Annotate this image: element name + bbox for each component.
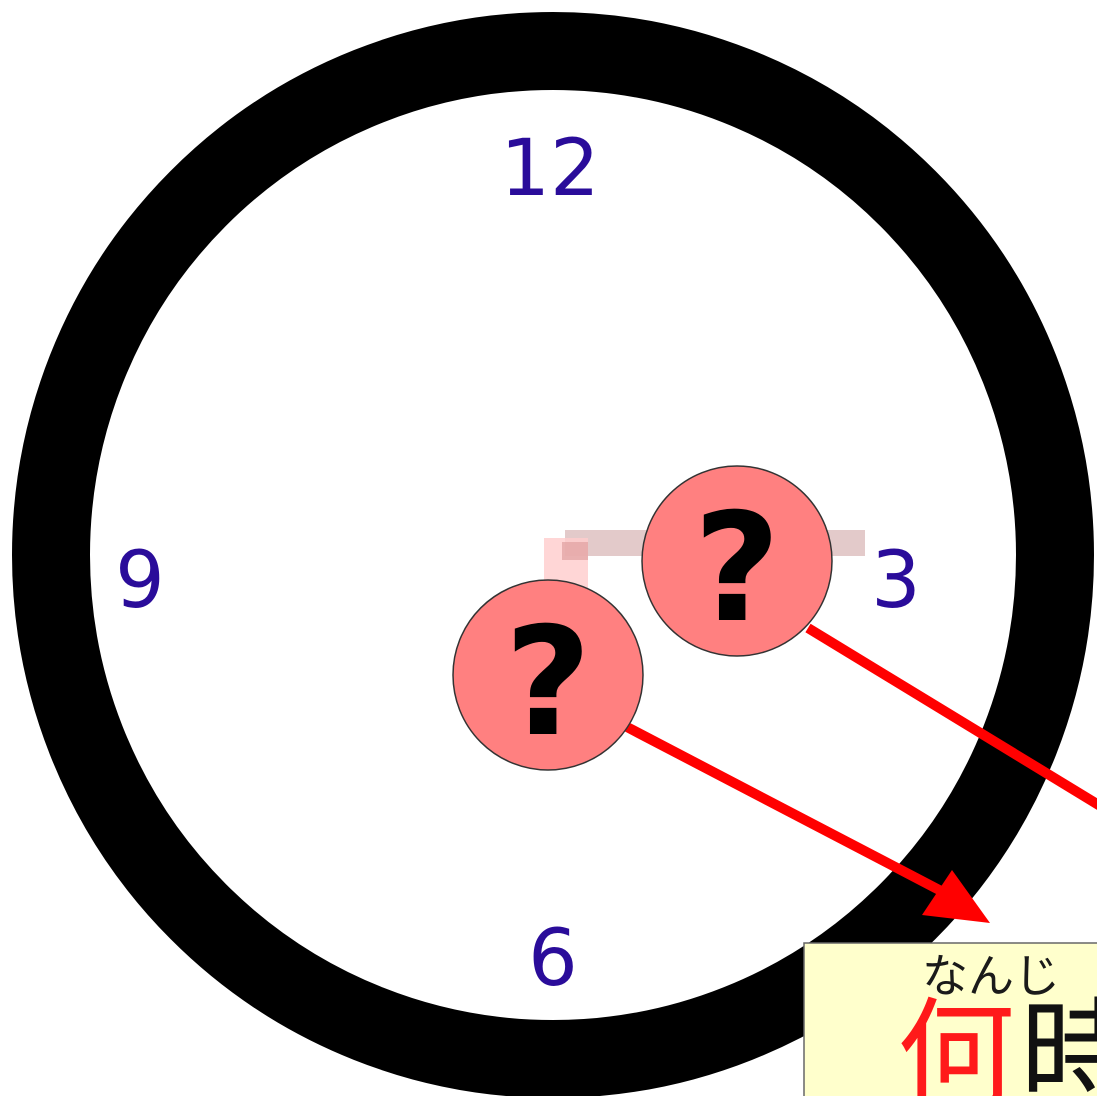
furigana-text: なんじ bbox=[922, 949, 1060, 1003]
numeral-9: 9 bbox=[115, 536, 165, 626]
numeral-12: 12 bbox=[500, 124, 599, 214]
arrow-from-minute-bubble bbox=[805, 623, 1097, 810]
question-mark-icon: ? bbox=[693, 482, 780, 656]
hour-hand-question-bubble: ? bbox=[452, 579, 644, 771]
numeral-6: 6 bbox=[528, 914, 578, 1004]
question-mark-icon: ? bbox=[504, 596, 591, 770]
minute-hand-question-bubble: ? bbox=[641, 465, 833, 657]
arrow-from-hour-bubble bbox=[624, 722, 990, 923]
hand-joint-faint bbox=[562, 542, 588, 560]
answer-label-box: なんじ 何 時 bbox=[803, 942, 1097, 1096]
numeral-3: 3 bbox=[871, 536, 921, 626]
kanji-ji: 時 bbox=[1020, 986, 1097, 1096]
arrowhead bbox=[922, 870, 990, 923]
kanji-nan: 何 bbox=[897, 986, 1015, 1096]
